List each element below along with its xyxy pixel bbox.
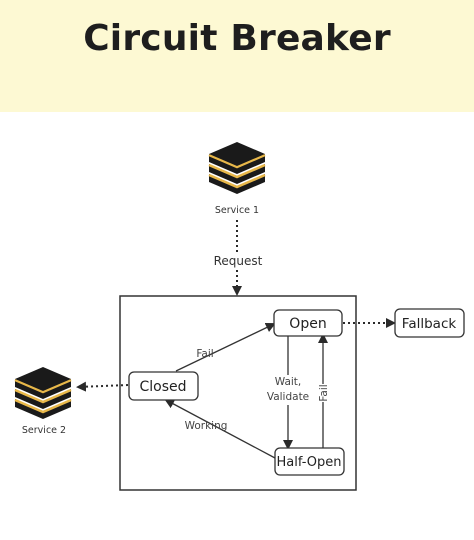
closed-node: Closed xyxy=(128,371,199,401)
working-label: Working xyxy=(185,420,228,432)
closed-to-open-edge xyxy=(175,322,276,372)
half-open-label: Half-Open xyxy=(277,455,342,470)
open-node: Open xyxy=(273,309,343,337)
open-label: Open xyxy=(289,316,326,332)
halfopen-to-closed-edge xyxy=(164,399,276,459)
header-banner xyxy=(0,0,474,112)
fail-vertical-label: Fail xyxy=(318,384,330,401)
validate-label: Validate xyxy=(267,391,309,403)
half-open-node: Half-Open xyxy=(274,447,345,476)
fallback-node: Fallback xyxy=(394,308,465,338)
fallback-label: Fallback xyxy=(402,316,457,332)
service2-label: Service 2 xyxy=(22,425,66,436)
closed-label: Closed xyxy=(139,379,186,395)
wait-label: Wait, xyxy=(275,376,302,388)
closed-to-service2-edge xyxy=(76,381,129,392)
service2-icon xyxy=(14,367,72,419)
page-title: Circuit Breaker xyxy=(83,18,391,59)
service1-label: Service 1 xyxy=(215,205,259,216)
service1-icon xyxy=(208,142,266,194)
circuit-breaker-boundary xyxy=(119,295,357,491)
fail-label: Fail xyxy=(196,348,213,360)
request-label: Request xyxy=(214,254,263,268)
